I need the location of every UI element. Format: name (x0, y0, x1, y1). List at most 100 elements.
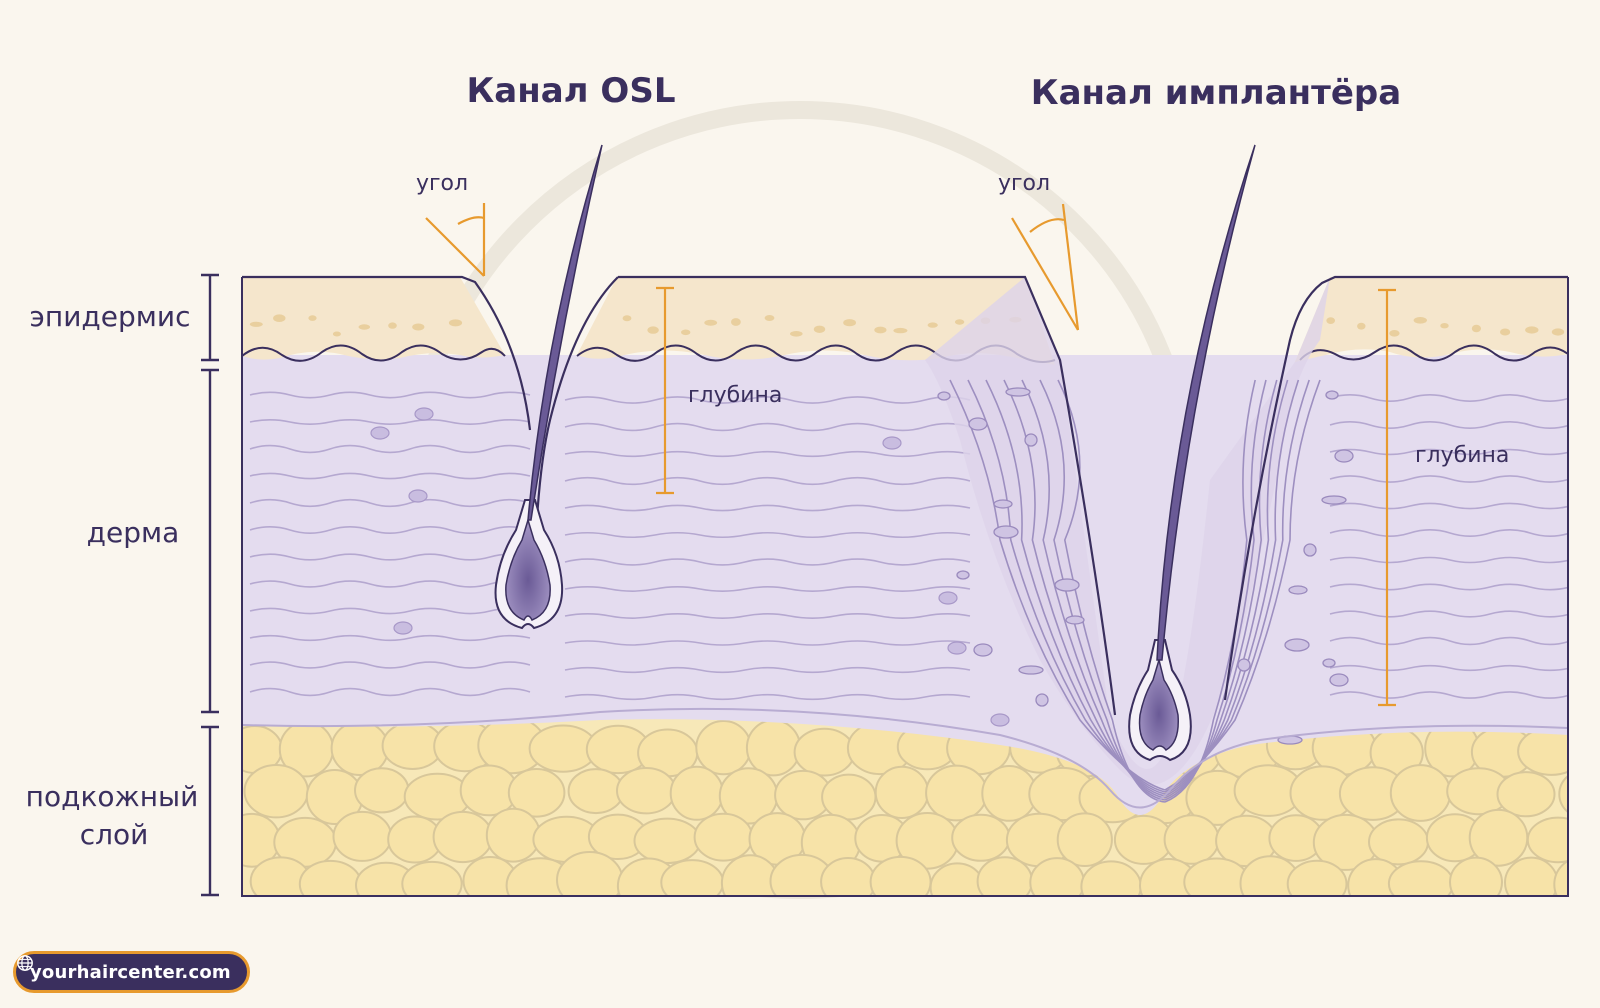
dermis-fiber (564, 396, 971, 404)
epidermis-speckle (704, 319, 718, 326)
website-badge[interactable]: yourhaircenter.com (13, 951, 250, 993)
osl-depth-label: глубина (688, 383, 782, 408)
osl-channel-left-edge (242, 275, 532, 431)
dermis-fibers (249, 391, 1568, 701)
fat-cell (669, 765, 724, 821)
fat-cell (1517, 726, 1568, 776)
subcutaneous-label-line2: слой (80, 818, 149, 851)
wound-cell (1321, 495, 1347, 505)
wound-cell (956, 570, 970, 580)
wound-cell (1334, 449, 1354, 463)
dermis-fiber (564, 422, 971, 432)
dermis-fiber (564, 586, 971, 592)
dermis-label: дерма (87, 516, 180, 549)
wound-cell (993, 499, 1013, 509)
epidermis-speckle (1500, 328, 1511, 336)
osl-angle-label: угол (416, 171, 468, 196)
dermis-fiber (249, 607, 531, 615)
fat-cell (1389, 764, 1452, 822)
fat-cell (820, 857, 877, 896)
fat-cell (633, 817, 702, 864)
epidermis-speckle (874, 326, 887, 334)
implanter-angle-marker (1011, 203, 1080, 331)
dermis-cell (947, 641, 967, 655)
fat-cell (243, 764, 309, 819)
epidermis-speckle (764, 315, 775, 321)
wound-cell (1322, 658, 1336, 668)
epidermis-speckle (790, 331, 803, 337)
wound-cell (1237, 658, 1251, 672)
dermis-cell (938, 591, 958, 605)
fat-cell (1387, 860, 1455, 896)
dermis-fiber (1329, 583, 1568, 591)
fat-cell (354, 767, 410, 814)
wound-cell (1054, 578, 1080, 592)
epidermis-speckle (388, 322, 397, 329)
dermis-fiber (1329, 502, 1568, 510)
fat-cell (874, 765, 930, 820)
epidermis-speckle (731, 318, 741, 326)
dermis-fiber (1329, 691, 1568, 699)
epidermis-speckle (893, 327, 908, 334)
osl-depth-marker (656, 286, 674, 495)
fat-cell (929, 862, 985, 896)
fat-cell (1526, 816, 1568, 864)
implanter-channel-right-edge (1223, 275, 1568, 701)
wound-fiber (1039, 379, 1166, 801)
fat-cell (951, 813, 1011, 862)
epidermis-speckle (813, 325, 826, 333)
implanter-follicle (1128, 639, 1192, 762)
dermis-fiber (249, 634, 531, 642)
fat-cell (981, 765, 1038, 822)
dermis-fiber (1329, 421, 1568, 429)
dermis-cell (370, 426, 390, 440)
fat-cell (1286, 859, 1348, 896)
fat-cell (693, 812, 754, 862)
wound-cell (1325, 390, 1339, 400)
osl-hair-shaft (527, 144, 603, 521)
implanter-hair-shaft (1156, 144, 1256, 661)
dermis-fiber (249, 580, 531, 588)
globe-icon (17, 955, 33, 971)
wound-fiber (1057, 379, 1166, 803)
dermis-fiber (1329, 394, 1568, 402)
fat-cell (1496, 771, 1556, 818)
fat-cell (1504, 856, 1559, 896)
fat-cell (616, 767, 677, 815)
epidermis-left (242, 277, 505, 360)
implanter-depth-label: глубина (1415, 443, 1509, 468)
fat-cell (745, 719, 802, 777)
fat-cell (1449, 856, 1503, 896)
epidermis-speckle (927, 322, 938, 328)
dermis-cell (990, 713, 1010, 727)
layer-brackets (201, 273, 219, 897)
dermis-cell (414, 407, 434, 421)
fat-cell (1553, 859, 1568, 896)
epidermis-middle (577, 277, 1055, 365)
dermis-fiber (1329, 448, 1568, 456)
dermis-fat-boundary (242, 707, 1568, 809)
dermis-fiber (249, 419, 531, 425)
fat-cell (401, 860, 463, 896)
dermis-fiber (249, 687, 531, 697)
epidermis-speckle (412, 323, 425, 331)
fat-cell (1163, 814, 1220, 865)
epidermis-speckle (954, 319, 965, 325)
wound-cell (1284, 638, 1310, 652)
epidermis-speckle (358, 324, 371, 330)
dermis-fiber (249, 444, 531, 454)
dermis-fiber (564, 558, 971, 566)
epidermis-speckle (1525, 326, 1539, 334)
fat-cell (556, 851, 624, 896)
fat-cell (821, 773, 877, 821)
wound-cell (1329, 673, 1349, 687)
dermis-fiber (1329, 610, 1568, 618)
epidermis-speckle (1440, 323, 1449, 329)
dermis-fiber (249, 472, 531, 480)
subcutaneous-label-line1: подкожный (26, 780, 199, 813)
fat-cell (976, 856, 1033, 896)
epidermis-speckle (308, 315, 317, 321)
dermis-fiber (564, 666, 971, 674)
dermis-fiber (1329, 636, 1568, 646)
epidermis-speckle (622, 315, 632, 322)
